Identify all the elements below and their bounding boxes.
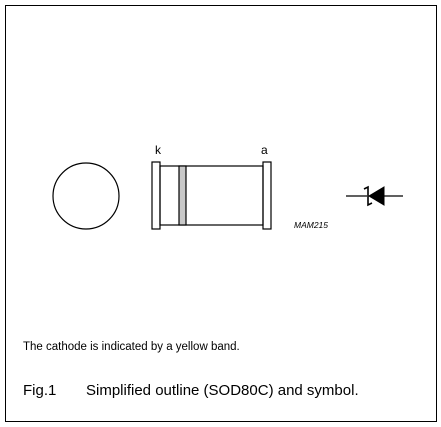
drawing-code: MAM215 <box>294 220 328 230</box>
diode-symbol-icon <box>346 185 403 207</box>
cathode-note: The cathode is indicated by a yellow ban… <box>23 341 240 353</box>
caption-text: Simplified outline (SOD80C) and symbol. <box>86 382 359 399</box>
diode-body-side-view <box>151 161 272 230</box>
end-view-circle <box>52 162 120 230</box>
anode-label: a <box>261 143 268 157</box>
anode-end-cap <box>262 161 272 230</box>
figure-number: Fig.1 <box>23 382 57 399</box>
cathode-band <box>178 165 187 226</box>
figure-caption: Fig.1 Simplified outline (SOD80C) and sym… <box>23 382 359 399</box>
cathode-label: k <box>155 143 162 157</box>
cathode-end-cap <box>151 161 161 230</box>
cylinder-body <box>159 165 264 226</box>
figure-frame <box>5 5 437 422</box>
